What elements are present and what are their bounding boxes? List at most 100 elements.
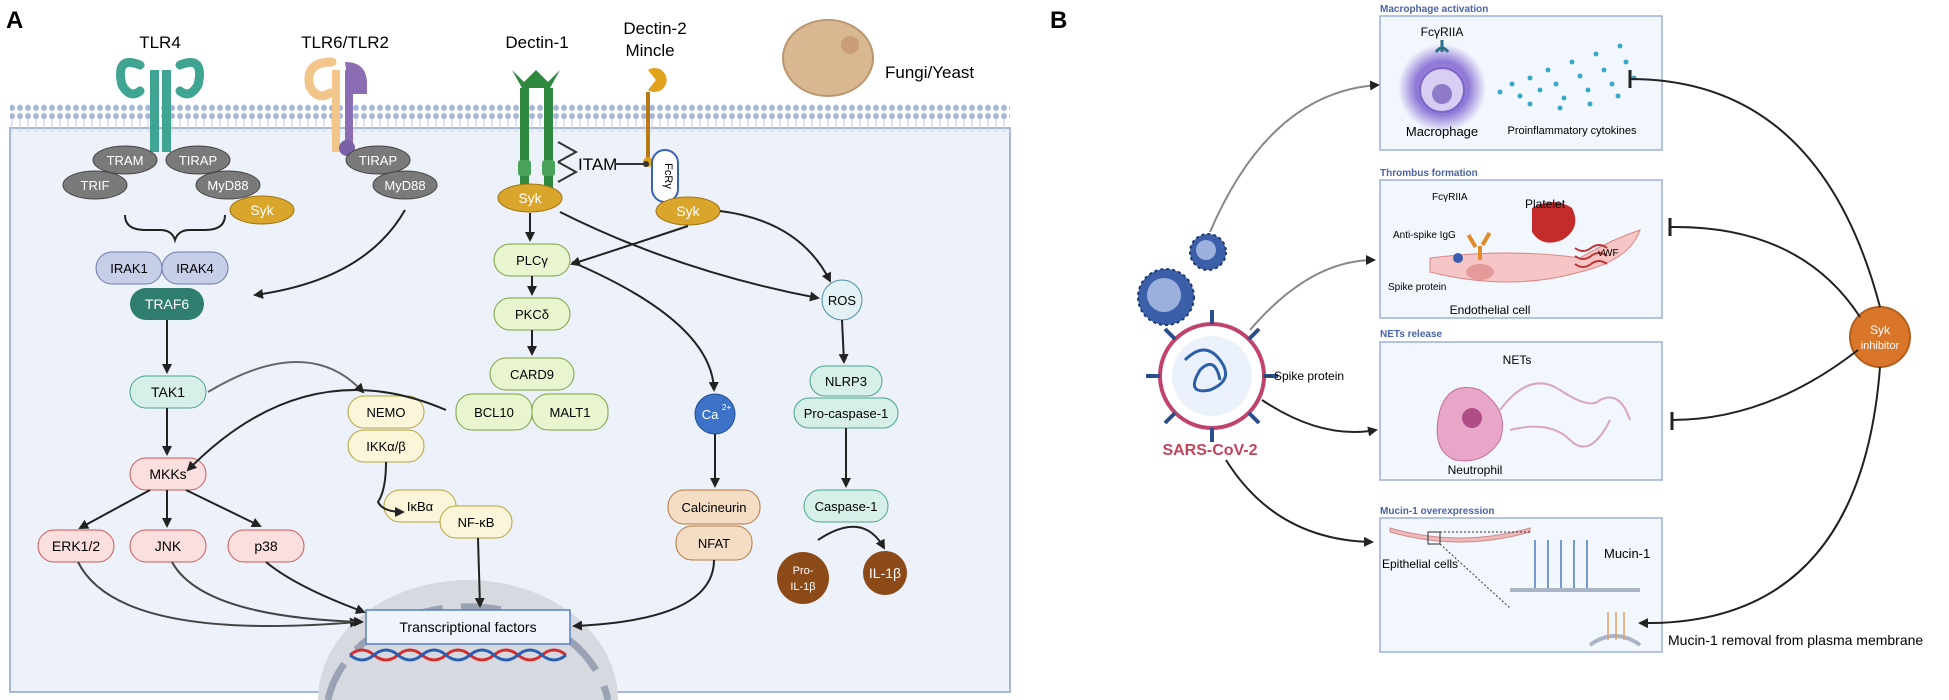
- myd88-label-2: MyD88: [384, 178, 425, 193]
- myd88-node-1: [195, 170, 261, 200]
- panel-a: A TLR4 TLR6/TLR2 Dectin-1 Dectin-2 Mincl…: [6, 7, 1011, 700]
- irak4-label: IRAK4: [176, 261, 214, 276]
- tirap-label-1: TIRAP: [179, 153, 217, 168]
- epithelial-cells-label: Epithelial cells: [1382, 557, 1458, 571]
- virus-medium-icon: [1137, 268, 1195, 326]
- fungi-label: Fungi/Yeast: [885, 63, 974, 82]
- tlr4-label: TLR4: [139, 33, 181, 52]
- panel-b-label: B: [1050, 7, 1067, 34]
- calcineurin-node: [667, 489, 761, 525]
- myd88-label-1: MyD88: [207, 178, 248, 193]
- endothelial-nucleus-icon: [1466, 264, 1494, 280]
- caspase1-node: [803, 489, 889, 523]
- syk-label-3: Syk: [676, 203, 700, 219]
- syk-node-2: [497, 183, 563, 213]
- tirap-node-1: [165, 145, 231, 175]
- tlr6-tlr2-receptor-icon: [304, 57, 367, 156]
- fungi-yeast-icon: [782, 19, 874, 97]
- nets-label: NETs: [1503, 353, 1532, 367]
- tram-node: [92, 145, 158, 175]
- syk-node-1: [229, 195, 295, 225]
- anti-spike-igg-label: Anti-spike IgG: [1393, 230, 1456, 241]
- cytokines-dots-icon: [1497, 43, 1637, 111]
- dna-strand-red: [349, 648, 567, 662]
- traf6-node: [130, 288, 204, 320]
- irak1-label: IRAK1: [110, 261, 148, 276]
- nets-fibers-icon: [1499, 382, 1631, 448]
- fcgriia-receptor-icon: [1434, 40, 1450, 53]
- trif-label: TRIF: [81, 178, 110, 193]
- nlrp3-label: NLRP3: [825, 374, 867, 389]
- sars-cov-2-label: SARS-CoV-2: [1162, 442, 1257, 459]
- panel-b-arrows: [1209, 70, 1881, 629]
- thrombus-box-title: Thrombus formation: [1380, 168, 1478, 179]
- mucin-removal-label: Mucin-1 removal from plasma membrane: [1668, 632, 1923, 648]
- caspase1-label: Caspase-1: [815, 499, 878, 514]
- sars-cov-2-icon: [1146, 310, 1278, 442]
- malt1-label: MALT1: [550, 405, 591, 420]
- syk-inhibitor-label-1: Syk: [1870, 323, 1891, 337]
- itam-dot-icon: [643, 161, 649, 167]
- removed-mucin-icon: [1607, 612, 1625, 640]
- mucin1-label: Mucin-1: [1604, 546, 1650, 561]
- tf-box: [365, 609, 571, 645]
- nemo-node: [347, 395, 425, 429]
- mkks-label: MKKs: [149, 466, 186, 482]
- calcineurin-label: Calcineurin: [681, 500, 746, 515]
- adaptor-brace: [124, 214, 226, 244]
- traf6-label: TRAF6: [145, 296, 190, 312]
- trif-node: [62, 170, 128, 200]
- panel-b: B SARS-CoV-2 Spike protein Macrophage: [1050, 4, 1923, 653]
- procaspase-label: Pro-caspase-1: [804, 406, 889, 421]
- platelet-label: Platelet: [1525, 197, 1566, 211]
- myd88-node-2: [372, 170, 438, 200]
- card9-node: [489, 357, 575, 391]
- dectin1-label: Dectin-1: [505, 33, 568, 52]
- tf-label: Transcriptional factors: [399, 619, 536, 635]
- il1b-label: IL-1β: [869, 565, 901, 581]
- neutrophil-label: Neutrophil: [1448, 463, 1503, 477]
- tram-label: TRAM: [107, 153, 144, 168]
- mucin-box-title: Mucin-1 overexpression: [1380, 506, 1494, 517]
- fcrg-label: FcRγ: [662, 163, 674, 189]
- spike-protein-icon: [1453, 253, 1463, 263]
- ca-label: Ca: [702, 407, 719, 422]
- erk-node: [37, 529, 115, 563]
- endothelial-cell-label: Endothelial cell: [1450, 303, 1531, 317]
- pro-il1b-label-2: IL-1β: [790, 581, 815, 593]
- pkcd-label: PKCδ: [515, 307, 549, 322]
- card9-label: CARD9: [510, 367, 554, 382]
- plasma-membrane: [10, 104, 1010, 132]
- nfat-label: NFAT: [698, 536, 730, 551]
- ikba-label: IκBα: [407, 499, 434, 514]
- platelet-icon: [1532, 202, 1576, 243]
- vwf-label: vWF: [1598, 248, 1619, 259]
- itam-bracket-icon: [557, 141, 579, 183]
- fungi-organelle-icon: [841, 36, 859, 54]
- jnk-node: [129, 529, 207, 563]
- dectin2-label: Dectin-2: [623, 19, 686, 38]
- zoom-lines: [1439, 531, 1530, 609]
- mucin-box: [1379, 517, 1663, 653]
- erk-label: ERK1/2: [52, 538, 100, 554]
- macrophage-fcgriia-label: FcγRIIA: [1421, 25, 1464, 39]
- nfkb-label: NF-κB: [458, 515, 495, 530]
- vwf-icon: [1574, 244, 1608, 268]
- ikk-label: IKKα/β: [366, 439, 406, 454]
- mincle-label: Mincle: [625, 41, 674, 60]
- ca-superscript: 2+: [722, 403, 731, 412]
- plcg-label: PLCγ: [516, 253, 548, 268]
- virus-small-icon: [1189, 233, 1227, 271]
- neutrophil-nucleus-icon: [1462, 408, 1482, 428]
- tirap-label-2: TIRAP: [359, 153, 397, 168]
- syk-label-1: Syk: [250, 202, 274, 218]
- removed-membrane-icon: [1588, 634, 1642, 647]
- il1b-node: [863, 551, 907, 595]
- tlr4-receptor-icon: [116, 58, 204, 152]
- thrombus-spike-label: Spike protein: [1388, 282, 1446, 293]
- irak4-node: [161, 251, 229, 285]
- ros-label: ROS: [828, 293, 857, 308]
- mucin1-icon: [1534, 540, 1588, 590]
- tak1-label: TAK1: [151, 384, 185, 400]
